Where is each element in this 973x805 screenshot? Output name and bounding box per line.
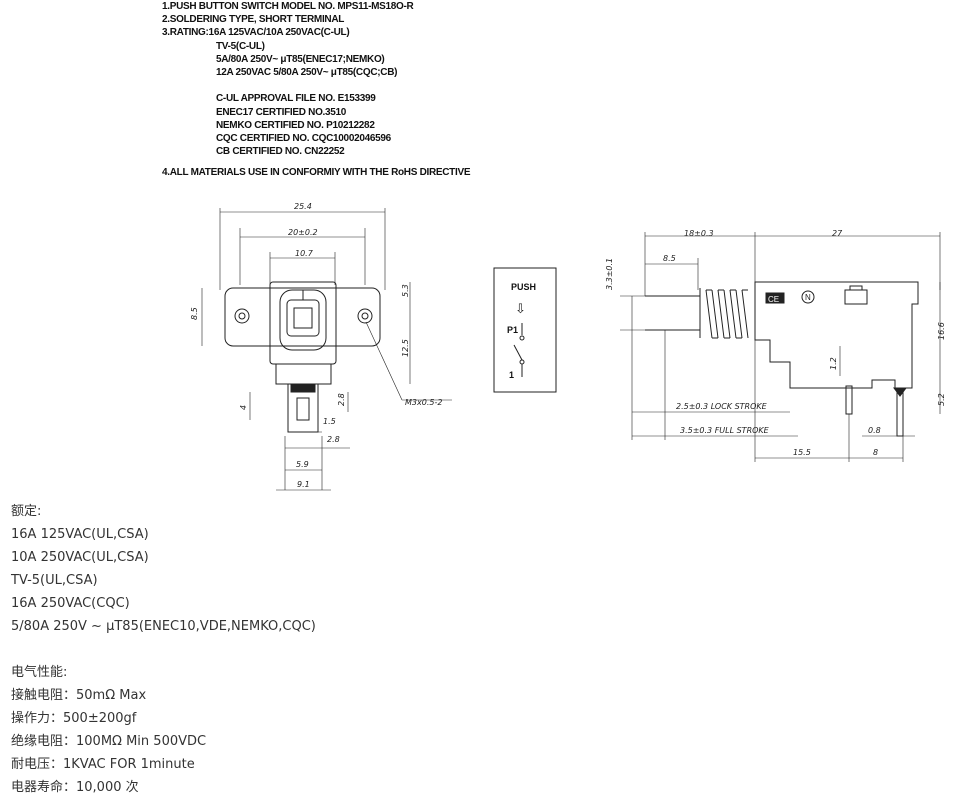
- electrical-item: 耐电压：1KVAC FOR 1minute: [11, 757, 195, 772]
- spec-cert-line: ENEC17 CERTIFIED NO.3510: [216, 106, 347, 118]
- spec-cert-line: C-UL APPROVAL FILE NO. E153399: [216, 93, 376, 105]
- rating-item: TV-5(UL,CSA): [11, 573, 98, 588]
- full-stroke: 3.5±0.3 FULL STROKE: [680, 426, 770, 435]
- dim-12-5: 12.5: [401, 339, 410, 357]
- dim-20: 20±0.2: [288, 228, 318, 237]
- dim-9-1: 9.1: [297, 480, 310, 489]
- dim-4: 4: [239, 405, 248, 410]
- dim-8-5: 8.5: [190, 307, 199, 320]
- dim-2-8a: 2.8: [337, 393, 346, 406]
- spec-rating-sub: TV-5(C-UL): [216, 40, 265, 52]
- spec-model-line: 1.PUSH BUTTON SWITCH MODEL NO. MPS11-MS1…: [162, 1, 414, 12]
- dim-15-5: 15.5: [793, 448, 811, 457]
- rating-item: 5/80A 250V ~ μT85(ENEC10,VDE,NEMKO,CQC): [11, 619, 316, 634]
- n-mark: N: [805, 293, 811, 302]
- spec-rating-sub: 5A/80A 250V~ μT85(ENEC17;NEMKO): [216, 53, 385, 65]
- dim-10-7: 10.7: [295, 249, 314, 258]
- front-view: 25.4 20±0.2 10.7 8.5 5.3 12.5 4 2.8 1.5: [190, 202, 452, 491]
- spec-rating-line: 3.RATING:16A 125VAC/10A 250VAC(C-UL): [162, 27, 350, 39]
- symbol-p1-label: P1: [507, 325, 518, 335]
- dim-16-6: 16.6: [937, 322, 946, 340]
- technical-drawing: 25.4 20±0.2 10.7 8.5 5.3 12.5 4 2.8 1.5: [190, 202, 946, 491]
- symbol-push-label: PUSH: [511, 282, 536, 292]
- dim-5-3: 5.3: [401, 284, 410, 297]
- rating-item: 16A 125VAC(UL,CSA): [11, 527, 149, 542]
- electrical-item: 接触电阻：50mΩ Max: [11, 688, 147, 703]
- dim-3-3: 3.3±0.1: [605, 258, 614, 290]
- dim-18: 18±0.3: [684, 229, 714, 238]
- electrical-item: 绝缘电阻：100MΩ Min 500VDC: [11, 734, 207, 749]
- ce-mark: CE: [768, 295, 779, 304]
- electrical-item: 操作力：500±200gf: [11, 711, 137, 726]
- spec-cert-line: NEMKO CERTIFIED NO. P10212282: [216, 119, 375, 131]
- symbol-1-label: 1: [509, 370, 514, 380]
- spec-summary: 额定: 16A 125VAC(UL,CSA) 10A 250VAC(UL,CSA…: [11, 500, 316, 799]
- lock-stroke: 2.5±0.3 LOCK STROKE: [676, 402, 768, 411]
- side-view: 18±0.3 27 8.5 3.3±0.1 CE N 16.6: [605, 229, 946, 462]
- dim-1-2: 1.2: [829, 357, 838, 370]
- electrical-heading: 电气性能:: [11, 665, 68, 680]
- rating-item: 10A 250VAC(UL,CSA): [11, 550, 149, 565]
- dim-1-5: 1.5: [323, 417, 336, 426]
- down-arrow-icon: ⇩: [515, 302, 526, 317]
- spec-soldering-line: 2.SOLDERING TYPE, SHORT TERMINAL: [162, 14, 345, 26]
- spec-cert-line: CB CERTIFIED NO. CN22252: [216, 146, 345, 158]
- dim-0-8: 0.8: [868, 426, 881, 435]
- rating-item: 16A 250VAC(CQC): [11, 596, 130, 611]
- dim-2-8b: 2.8: [327, 435, 340, 444]
- dim-5-9: 5.9: [296, 460, 309, 469]
- switch-symbol: PUSH ⇩ P1 1: [493, 267, 557, 393]
- dim-27: 27: [832, 229, 843, 238]
- dim-8: 8: [873, 448, 878, 457]
- dim-5-2: 5.2: [937, 393, 946, 406]
- thread-spec: M3x0.5-2: [405, 398, 442, 407]
- electrical-item: 电器寿命：10,000 次: [11, 780, 139, 795]
- spec-block: 1.PUSH BUTTON SWITCH MODEL NO. MPS11-MS1…: [162, 0, 414, 158]
- rating-heading: 额定:: [11, 504, 42, 519]
- dim-8-5-side: 8.5: [663, 254, 676, 263]
- spec-rating-sub: 12A 250VAC 5/80A 250V~ μT85(CQC;CB): [216, 66, 398, 78]
- dim-25-4: 25.4: [294, 202, 312, 211]
- spec-rohs-line: 4.ALL MATERIALS USE IN CONFORMIY WITH TH…: [162, 167, 471, 178]
- spec-cert-line: CQC CERTIFIED NO. CQC10002046596: [216, 132, 391, 144]
